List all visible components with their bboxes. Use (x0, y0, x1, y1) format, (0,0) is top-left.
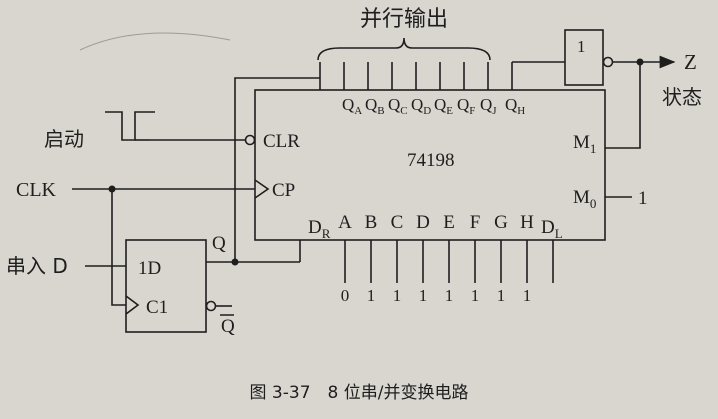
chip-name: 74198 (407, 150, 455, 171)
preset-value: 0 (341, 286, 350, 305)
chip-data-input-pins (344, 240, 554, 283)
data-input-label: H (520, 212, 534, 233)
q-junction-dot (231, 258, 239, 266)
data-input-label: A (338, 212, 352, 233)
preset-values: 0 1 1 1 1 1 1 1 (341, 286, 532, 305)
m1-label: M1 (573, 132, 596, 156)
q-loop-wire (234, 77, 320, 262)
output-pin-label: QF (457, 95, 475, 117)
data-input-label: C (391, 212, 404, 233)
output-pin-label: QC (388, 95, 408, 117)
ff-clock-triangle (125, 295, 140, 315)
output-pin-label: QD (411, 95, 431, 117)
data-input-label: B (365, 212, 378, 233)
chip-output-pins (319, 62, 513, 90)
m0-tie-value: 1 (638, 188, 648, 209)
data-input-label: G (494, 212, 508, 233)
ff-q-label: Q (212, 233, 226, 254)
data-input-label: F (470, 212, 481, 233)
start-label: 启动 (44, 127, 84, 151)
d-flipflop-body (125, 239, 207, 333)
preset-value: 1 (497, 286, 506, 305)
ff-qbar-label: Q (221, 316, 235, 337)
output-pin-labels: QA QB QC QD QE QF QJ QH (342, 95, 525, 117)
start-pulse-icon (105, 111, 155, 141)
clk-junction-dot (108, 185, 116, 193)
output-pin-label: QH (505, 95, 525, 117)
output-pin-label: QE (434, 95, 453, 117)
output-pin-label: QJ (480, 95, 497, 117)
status-label: 状态 (662, 85, 702, 109)
m0-label: M0 (573, 187, 596, 211)
buffer-gate-body (564, 29, 604, 86)
clk-to-ff-wire (111, 189, 126, 306)
chip-74198-body (254, 89, 606, 241)
ff-d-label: 1D (138, 258, 161, 279)
preset-value: 1 (523, 286, 532, 305)
dl-label: DL (541, 217, 563, 241)
serial-in-label: 串入 D (6, 254, 68, 278)
qbar-bubble (205, 300, 217, 312)
z-label: Z (684, 50, 697, 74)
clk-label: CLK (16, 179, 57, 201)
cp-clock-triangle (254, 179, 270, 199)
data-input-label: E (443, 212, 455, 233)
output-pin-label: QA (342, 95, 362, 117)
data-input-label: D (416, 212, 430, 233)
cp-label: CP (272, 180, 295, 201)
gate-inversion-bubble (602, 56, 614, 68)
m1-feedback-wire (605, 62, 641, 149)
clr-label: CLR (263, 131, 300, 152)
clr-inversion-bubble (244, 134, 256, 146)
preset-value: 1 (471, 286, 480, 305)
preset-value: 1 (445, 286, 454, 305)
pen-mark (79, 32, 231, 51)
parallel-output-label: 并行输出 (360, 7, 448, 32)
preset-value: 1 (419, 286, 428, 305)
dr-label: DR (308, 217, 331, 241)
preset-value: 1 (393, 286, 402, 305)
preset-value: 1 (367, 286, 376, 305)
output-pin-label: QB (365, 95, 385, 117)
figure-caption: 图 3-37 8 位串/并变换电路 (250, 383, 469, 403)
data-input-labels: A B C D E F G H (338, 212, 534, 233)
z-junction-dot (636, 58, 644, 66)
gate-label: 1 (577, 37, 586, 56)
ff-c-label: C1 (146, 297, 168, 318)
parallel-output-brace (317, 37, 491, 61)
